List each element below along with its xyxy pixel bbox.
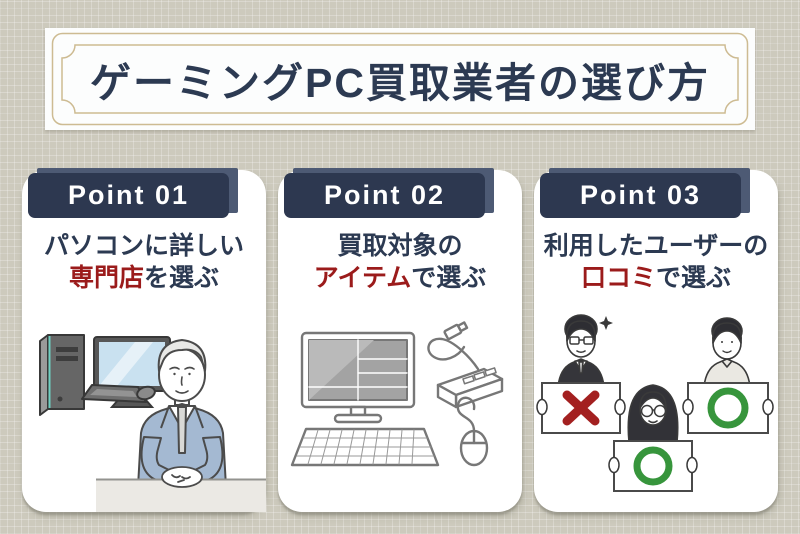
pc-peripheral-items-illustration — [290, 321, 504, 467]
pc-tower-icon — [39, 334, 85, 416]
point-03-badge: Point 03 — [540, 173, 741, 218]
mouse-icon — [136, 385, 156, 401]
sparkle-icon — [599, 316, 613, 330]
point-03-title: 利用したユーザーの 口コミで選ぶ — [543, 232, 769, 292]
reviewer-man-positive — [703, 317, 751, 388]
point-03-badge-label: Point 03 — [579, 180, 702, 210]
sketch-monitor-icon — [300, 331, 416, 424]
circle-sign-right — [682, 382, 774, 434]
point-01-badge-label: Point 01 — [67, 180, 190, 210]
circle-sign-center — [608, 440, 698, 492]
reviewer-man-negative — [557, 314, 613, 388]
pc-setup-and-shop-staff-illustration — [39, 334, 266, 512]
point-card-3: Point 03 利用したユーザーの 口コミで選ぶ — [534, 170, 778, 512]
point-01-title-highlight: 専門店 — [68, 264, 144, 292]
round-glasses-icon — [640, 404, 667, 418]
usb-hub-icon — [427, 321, 504, 409]
page-title: ゲーミングPC買取業者の選び方 — [90, 60, 710, 106]
keyboard-icon — [81, 384, 147, 403]
point-card-1: Point 01 パソコンに詳しい 専門店を選ぶ — [22, 170, 266, 512]
cross-sign — [536, 382, 626, 434]
sketch-keyboard-icon — [290, 427, 440, 467]
sketch-mouse-icon — [456, 396, 489, 467]
point-02-badge: Point 02 — [284, 173, 485, 218]
clasped-hands — [161, 466, 203, 488]
glasses-icon — [569, 336, 594, 345]
users-holding-review-signs-illustration — [536, 314, 774, 492]
point-01-title: パソコンに詳しい 専門店を選ぶ — [43, 232, 244, 292]
point-02-title-highlight: アイテム — [313, 264, 412, 292]
point-02-title: 買取対象の アイテムで選ぶ — [313, 232, 487, 292]
decorative-frame-icon — [51, 32, 749, 126]
point-01-badge: Point 01 — [28, 173, 229, 218]
header-panel: ゲーミングPC買取業者の選び方 — [45, 28, 755, 130]
point-card-2: Point 02 買取対象の アイテムで選ぶ — [278, 170, 522, 512]
point-03-title-highlight: 口コミ — [580, 264, 656, 292]
point-02-badge-label: Point 02 — [323, 180, 446, 210]
